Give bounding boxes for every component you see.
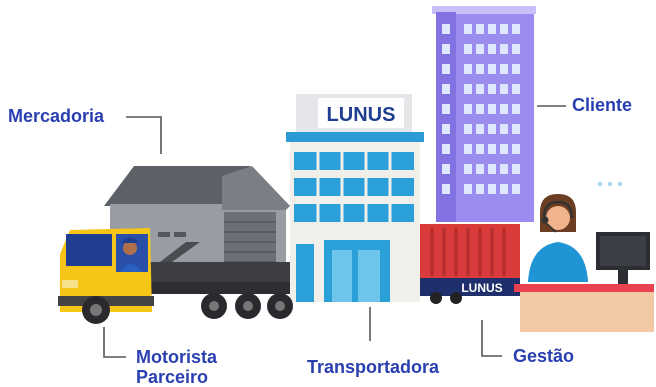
label-motorista-line1: Motorista bbox=[136, 347, 217, 367]
building-sign: LUNUS bbox=[327, 104, 396, 126]
container-truck-icon: LUNUS bbox=[420, 224, 520, 304]
label-motorista-parceiro: Motorista Parceiro bbox=[136, 347, 217, 387]
desk bbox=[514, 284, 654, 332]
connector-motorista bbox=[103, 327, 126, 358]
tower-building-icon bbox=[432, 6, 536, 222]
label-transportadora: Transportadora bbox=[307, 357, 440, 377]
label-mercadoria: Mercadoria bbox=[8, 106, 105, 126]
label-motorista-line2: Parceiro bbox=[136, 367, 209, 387]
container-text: LUNUS bbox=[461, 281, 502, 295]
connector-lines bbox=[103, 105, 566, 358]
label-gestao: Gestão bbox=[513, 346, 575, 366]
label-cliente: Cliente bbox=[572, 95, 633, 115]
driver-icon bbox=[120, 237, 142, 272]
chat-dots-icon bbox=[597, 181, 623, 187]
agent-headset-icon bbox=[528, 194, 588, 282]
monitor-icon bbox=[596, 232, 650, 284]
connector-mercadoria bbox=[126, 116, 162, 154]
office-building-icon: LUNUS bbox=[286, 94, 424, 302]
connector-gestao bbox=[481, 320, 502, 357]
